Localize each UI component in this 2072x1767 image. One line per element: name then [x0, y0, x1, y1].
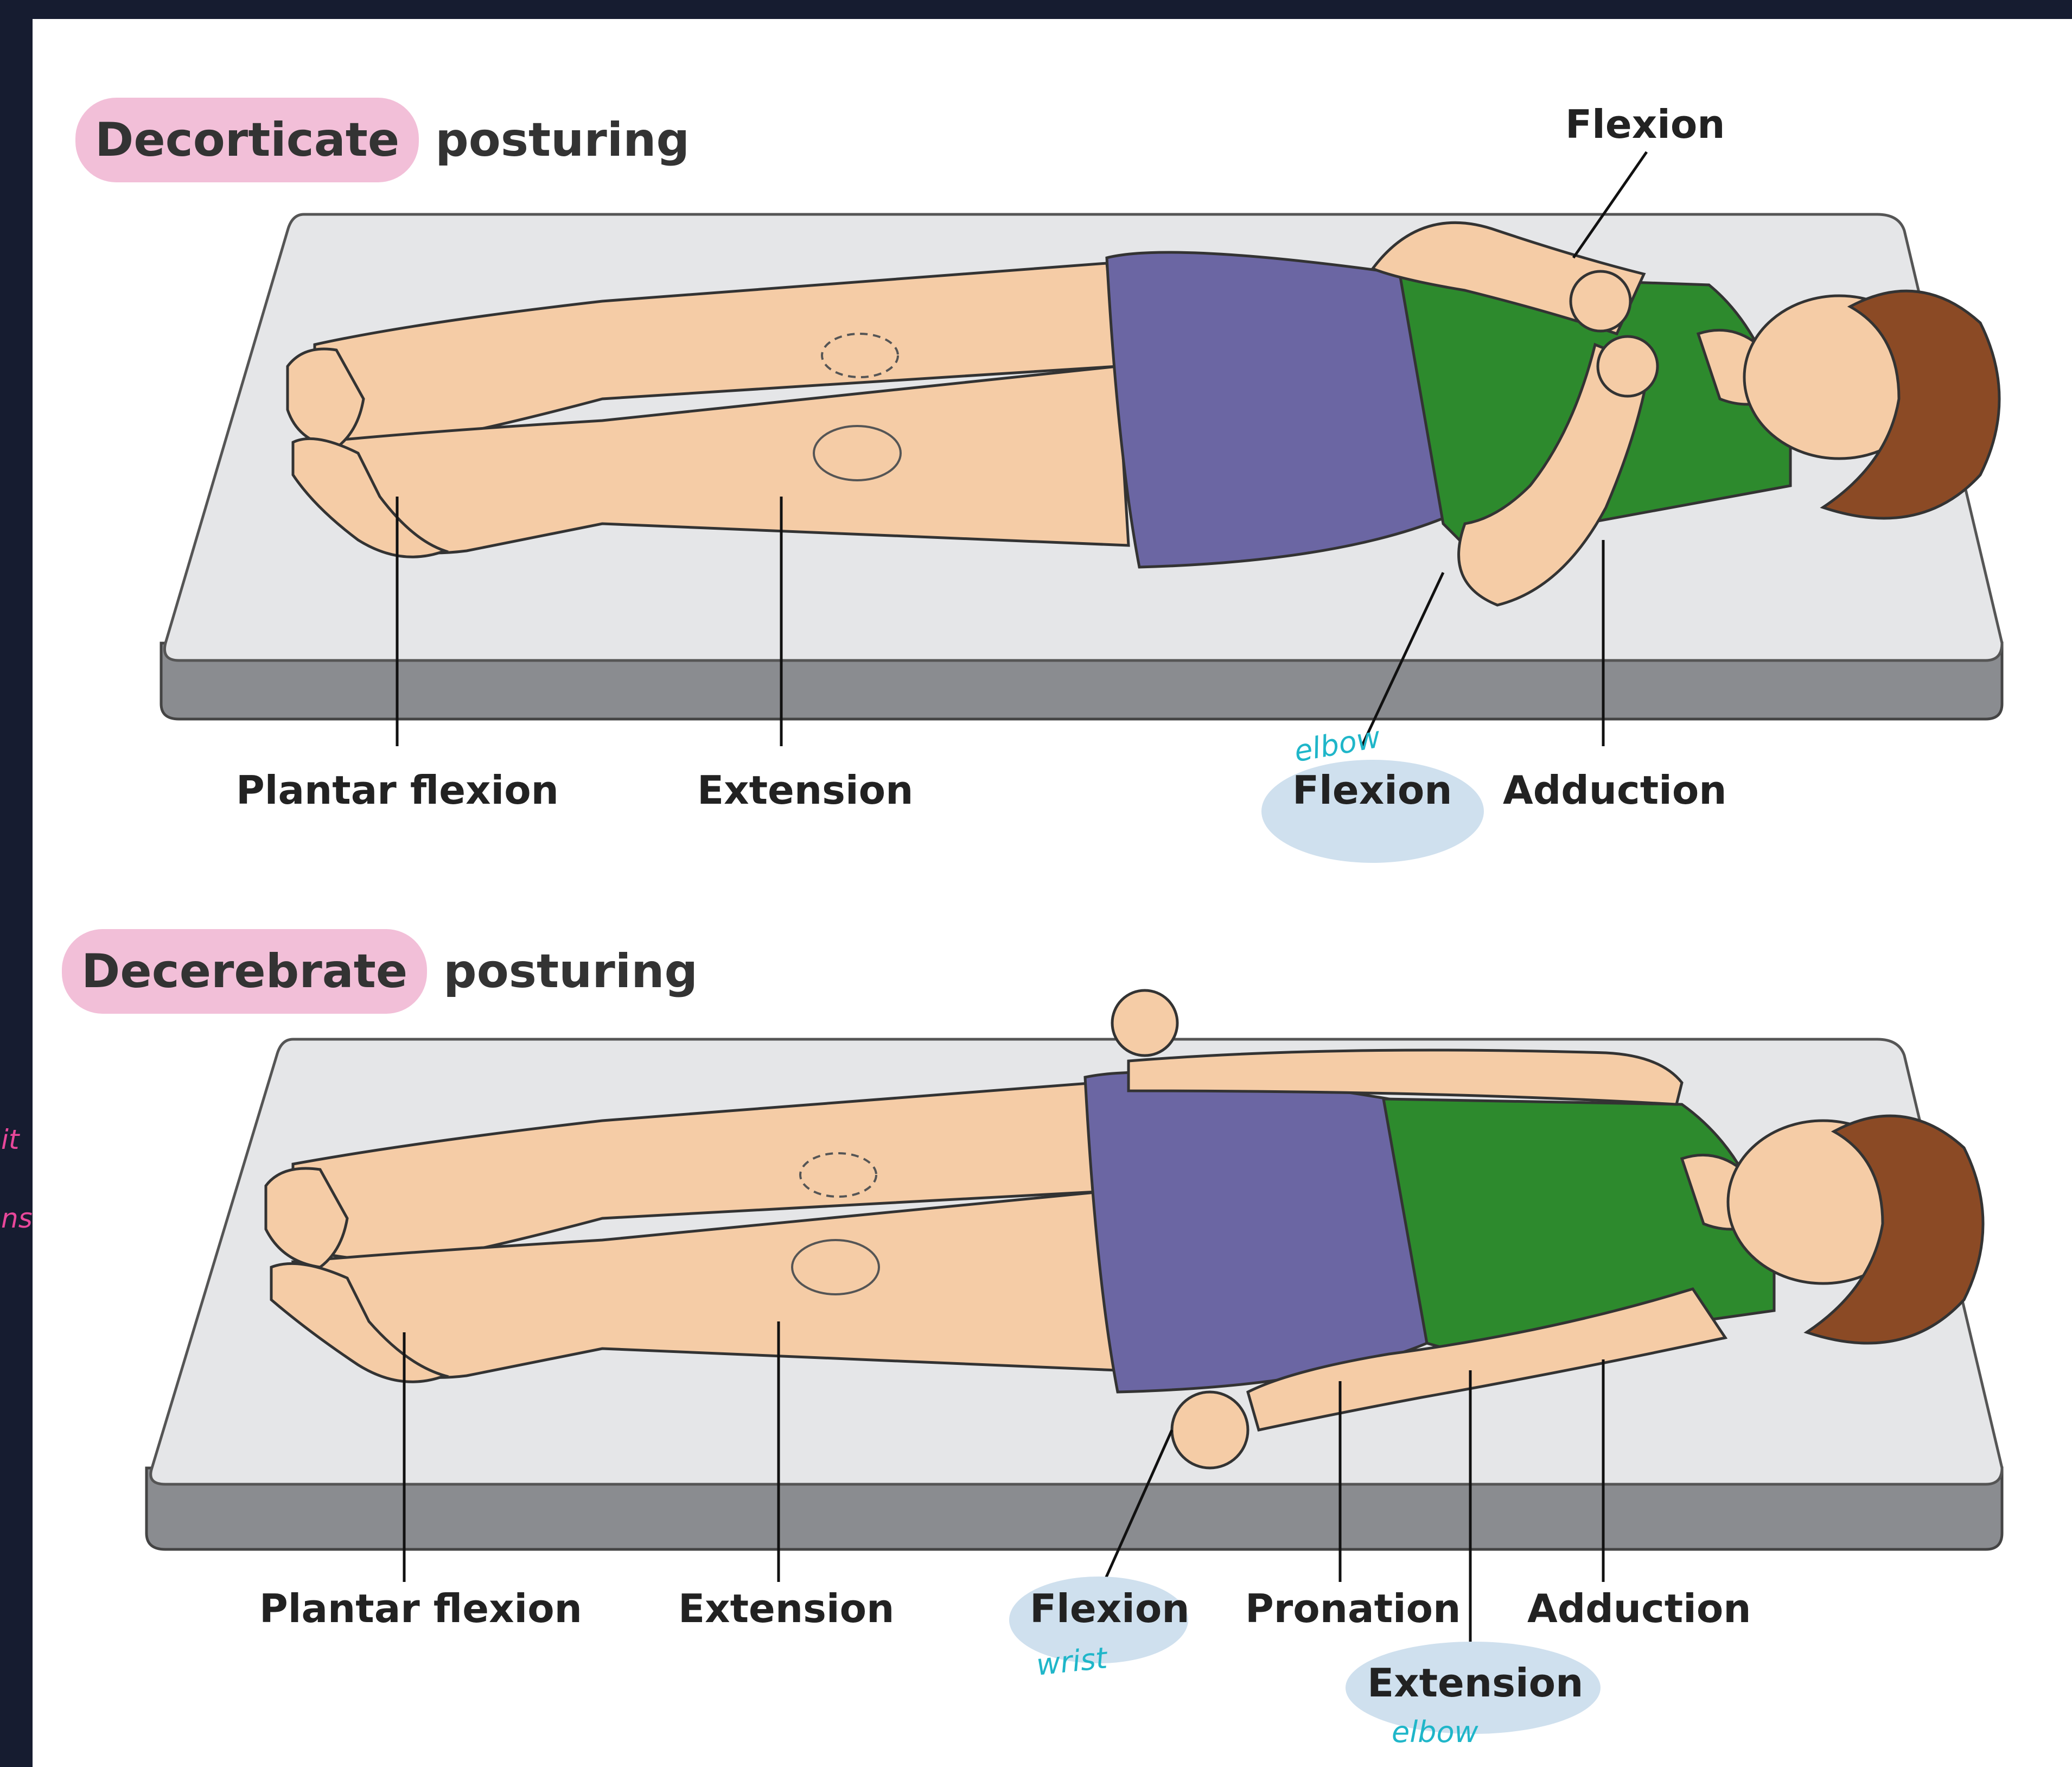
blue-highlight-elbow-extension: [1346, 1642, 1601, 1734]
blue-highlight-wrist-flexion: [1009, 1577, 1188, 1663]
label-elbow-flexion-1: Flexion: [1292, 767, 1452, 813]
handwritten-elbow-2: elbow: [1392, 1715, 1478, 1749]
decorticate-title-rest: posturing: [435, 113, 690, 167]
hand-fist-2a: [1111, 989, 1179, 1057]
decerebrate-highlight: Decerebrate: [62, 929, 428, 1014]
label-elbow-extension-2: Extension: [1367, 1660, 1584, 1706]
hand-fist-1b: [1596, 335, 1659, 398]
margin-note-1: it: [1, 1124, 20, 1155]
label-plantar-flexion-1: Plantar flexion: [236, 767, 559, 813]
legs-1: [286, 262, 1130, 558]
decerebrate-figure: [145, 989, 2004, 1647]
decerebrate-title-rest: posturing: [443, 944, 698, 999]
margin-note-2: ns: [1, 1203, 33, 1234]
label-pronation-2: Pronation: [1245, 1586, 1461, 1631]
arm-extended-bottom: [1246, 1287, 1728, 1432]
shorts-1: [1105, 251, 1445, 569]
leader-lines-1: [396, 151, 1648, 747]
label-wrist-flexion-2: Flexion: [1030, 1586, 1190, 1631]
legs-2: [264, 1081, 1119, 1383]
label-flexion-top: Flexion: [1565, 101, 1725, 147]
hand-fist-1a: [1569, 270, 1632, 333]
decorticate-highlight: Decorticate: [75, 98, 419, 182]
arm-extended-top: [1127, 1048, 1684, 1106]
decorticate-title: Decorticate posturing: [75, 98, 690, 182]
diagram-panel: Decorticate posturing Flexion Plantar fl…: [33, 19, 2072, 1767]
hand-fist-2b: [1170, 1390, 1249, 1470]
handwritten-wrist-2: wrist: [1035, 1641, 1109, 1682]
label-extension-1: Extension: [697, 767, 914, 813]
forearm-flexed-1: [1457, 342, 1651, 607]
label-adduction-2: Adduction: [1527, 1586, 1751, 1631]
shorts-2: [1083, 1071, 1429, 1394]
blue-highlight-elbow-flexion: [1261, 760, 1484, 863]
posturing-illustration: [145, 151, 2004, 1734]
hair-2: [1803, 1114, 1985, 1345]
label-extension-2: Extension: [678, 1586, 895, 1631]
decerebrate-title: Decerebrate posturing: [62, 929, 698, 1014]
decorticate-figure: [160, 151, 2004, 747]
label-adduction-1: Adduction: [1503, 767, 1727, 813]
hair-1: [1820, 289, 2001, 520]
label-plantar-flexion-2: Plantar flexion: [259, 1586, 582, 1631]
leader-lines-2: [403, 1321, 1605, 1647]
